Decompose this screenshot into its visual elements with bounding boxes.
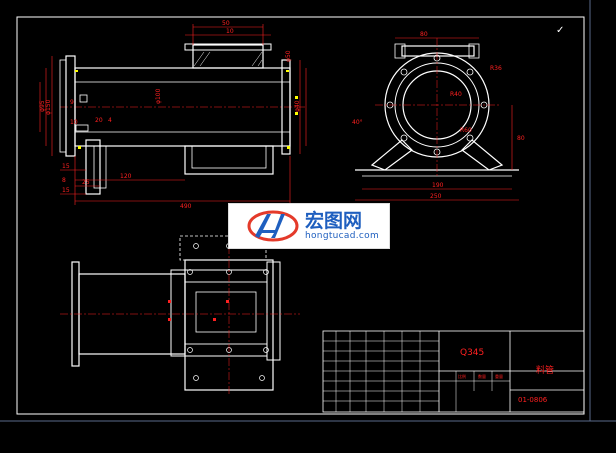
scale-label: 比例 bbox=[458, 373, 466, 379]
drawing-frame bbox=[16, 16, 585, 415]
svg-text:50: 50 bbox=[222, 20, 230, 27]
svg-text:8: 8 bbox=[62, 177, 66, 184]
material-label: Q345 bbox=[460, 348, 484, 358]
svg-text:R36: R36 bbox=[490, 65, 502, 72]
watermark-url: hongtucad.com bbox=[305, 230, 380, 241]
drawing-number: 01-0806 bbox=[518, 396, 548, 404]
watermark-name: 宏图网 bbox=[305, 209, 363, 232]
watermark-badge: 宏图网 hongtucad.com bbox=[228, 203, 390, 249]
svg-text:9: 9 bbox=[70, 99, 74, 106]
svg-text:φ40: φ40 bbox=[294, 100, 301, 112]
front-view: 50 10 φ50 φ40 φ150 φ95 φ100 9 10 20 4 49… bbox=[39, 20, 307, 210]
weight-label: 重量 bbox=[495, 373, 503, 379]
svg-text:φ150: φ150 bbox=[45, 99, 52, 115]
svg-text:490: 490 bbox=[180, 203, 192, 210]
svg-text:80: 80 bbox=[420, 31, 428, 38]
hongtu-logo-icon bbox=[247, 210, 299, 242]
svg-text:φ95: φ95 bbox=[39, 100, 46, 112]
top-view bbox=[60, 232, 300, 395]
svg-text:R60: R60 bbox=[460, 127, 472, 134]
qty-label: 数量 bbox=[478, 373, 486, 379]
svg-text:φ50: φ50 bbox=[285, 50, 292, 62]
svg-text:R40: R40 bbox=[450, 91, 462, 98]
roughness-symbol: ✓ bbox=[556, 25, 564, 36]
part-name: 料管 bbox=[536, 364, 554, 376]
svg-text:15: 15 bbox=[62, 187, 70, 194]
svg-text:40°: 40° bbox=[352, 119, 363, 126]
svg-text:φ100: φ100 bbox=[155, 88, 162, 104]
svg-text:10: 10 bbox=[70, 119, 78, 126]
svg-text:25: 25 bbox=[82, 179, 90, 186]
side-view: 80 R36 R40 40° R60 80 190 250 bbox=[352, 31, 525, 201]
svg-text:250: 250 bbox=[430, 193, 442, 200]
title-block bbox=[322, 330, 585, 413]
svg-text:15: 15 bbox=[62, 163, 70, 170]
svg-text:4: 4 bbox=[108, 117, 112, 124]
svg-text:20: 20 bbox=[95, 117, 103, 124]
svg-text:190: 190 bbox=[432, 182, 444, 189]
svg-text:80: 80 bbox=[517, 135, 525, 142]
svg-text:10: 10 bbox=[226, 28, 234, 35]
svg-text:120: 120 bbox=[120, 173, 132, 180]
